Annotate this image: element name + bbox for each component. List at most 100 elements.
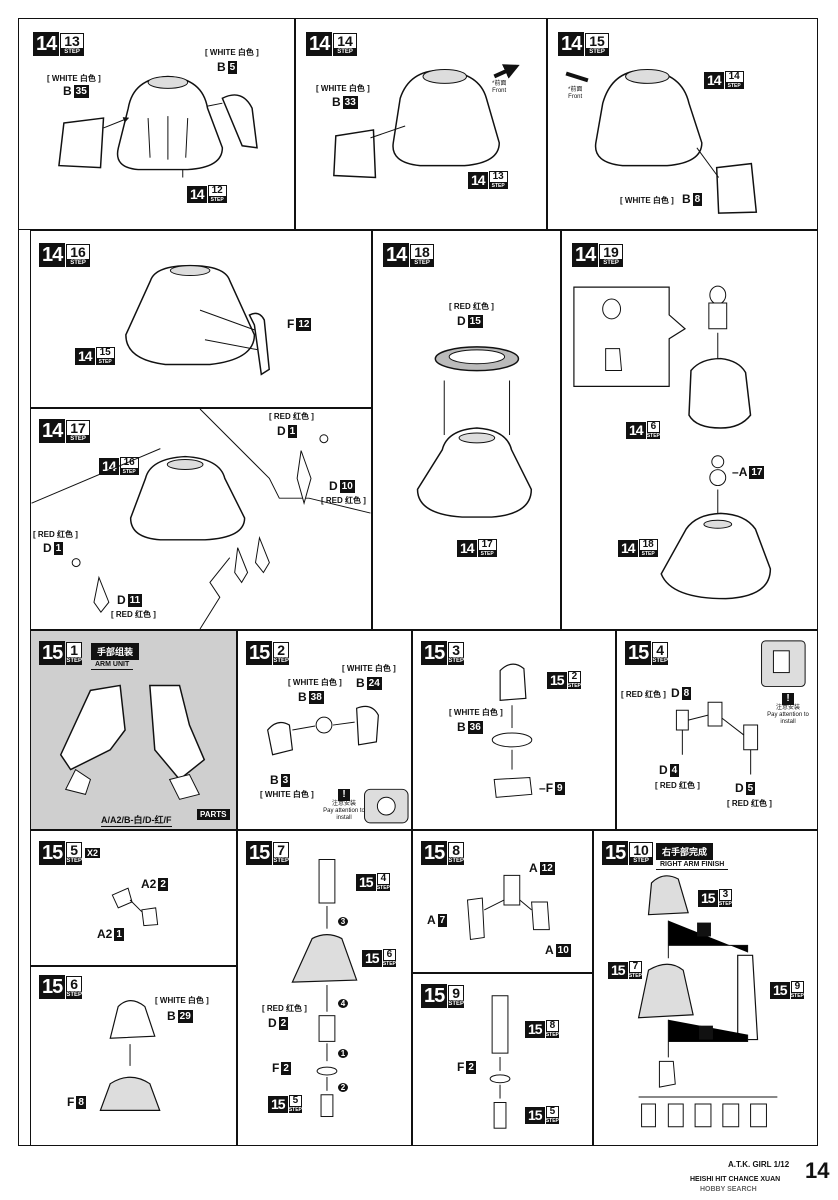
color-label: [ RED 红色 ] xyxy=(33,530,78,539)
color-label: [ WHITE 白色 ] xyxy=(316,84,370,93)
color-label: [ RED 红色 ] xyxy=(269,412,314,421)
section-title-cn: 右手部完成 xyxy=(656,843,714,860)
assembly-illustration xyxy=(267,705,409,824)
color-label: [ WHITE 白色 ] xyxy=(205,48,259,57)
color-label: [ WHITE 白色 ] xyxy=(260,790,314,799)
section-title-cn: 手部组装 xyxy=(91,643,140,660)
arm-unit-illustration xyxy=(59,684,206,800)
color-label: [ WHITE 白色 ] xyxy=(449,708,503,717)
assembly-illustration xyxy=(466,874,550,941)
color-label: [ WHITE 白色 ] xyxy=(342,664,396,673)
step-word: STEP xyxy=(60,48,84,56)
assembly-illustration xyxy=(99,1000,161,1111)
assembly-illustration xyxy=(111,887,159,927)
footer-title: A.T.K. GIRL 1/12 xyxy=(728,1160,790,1169)
color-label: [ RED 红色 ] xyxy=(321,496,366,505)
color-label: [ RED 红色 ] xyxy=(655,781,700,790)
assembly-illustration xyxy=(416,346,533,518)
assembly-illustration xyxy=(291,858,358,1118)
color-label: [ RED 红色 ] xyxy=(262,1004,307,1013)
step-major: 14 xyxy=(33,32,60,56)
color-label: [ RED 红色 ] xyxy=(111,610,156,619)
assembly-illustration xyxy=(565,69,758,214)
color-label: [ RED 红色 ] xyxy=(727,799,772,808)
warning-icon: ! xyxy=(338,789,350,801)
color-label: [ RED 红色 ] xyxy=(621,690,666,699)
assembly-illustration xyxy=(573,285,772,600)
quantity-badge: X2 xyxy=(85,848,101,858)
section-title-en: RIGHT ARM FINISH xyxy=(656,860,729,870)
color-label: [ WHITE 白色 ] xyxy=(47,74,101,83)
color-label: [ WHITE 白色 ] xyxy=(288,678,342,687)
assembly-illustration xyxy=(675,640,806,775)
footer-subtitle: HEISHI HIT CHANCE XUAN xyxy=(690,1176,781,1183)
parts-list: A/A2/B-白/D-红/F xyxy=(101,815,172,827)
warning-icon: ! xyxy=(782,693,794,705)
assembly-illustration xyxy=(491,663,533,798)
order-marker: 2 xyxy=(338,1083,348,1092)
page-number: 14 xyxy=(805,1158,830,1183)
order-marker: 4 xyxy=(338,999,348,1008)
color-label: [ WHITE 白色 ] xyxy=(155,996,209,1005)
